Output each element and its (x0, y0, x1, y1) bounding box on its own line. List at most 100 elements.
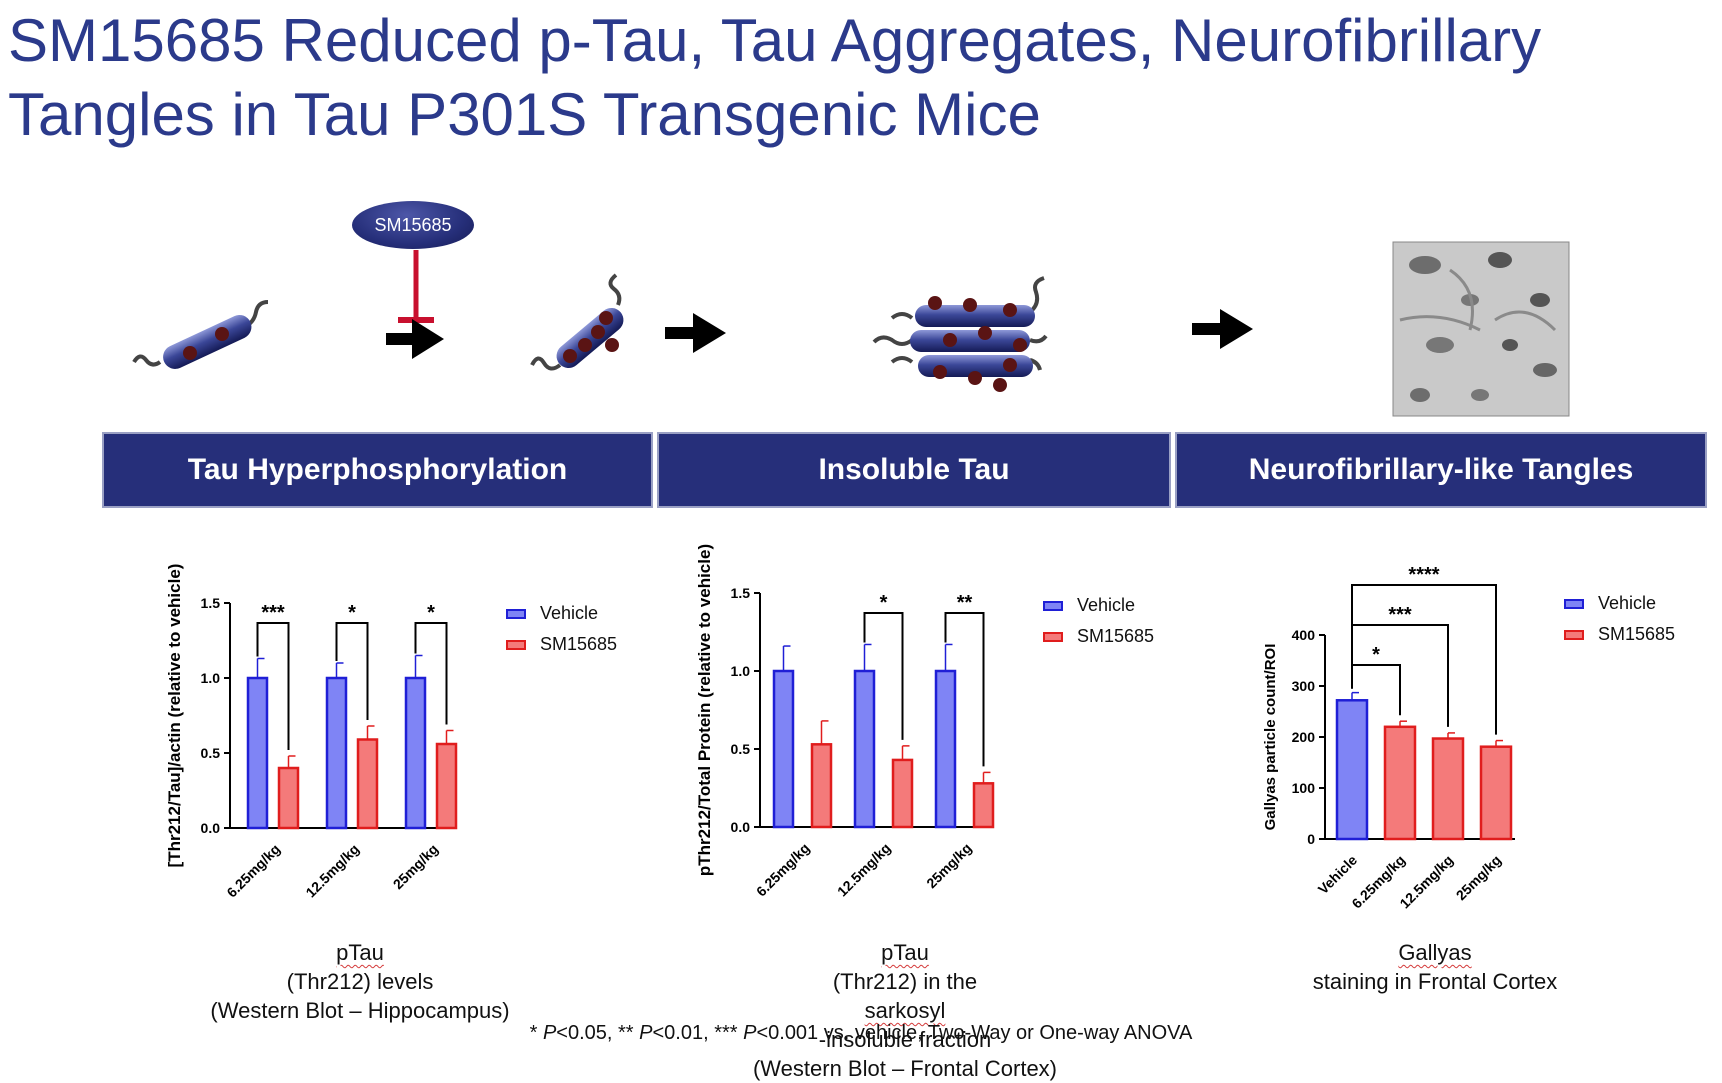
bar-vehicle (772, 669, 795, 829)
legend-item-sm: SM15685 (1564, 619, 1675, 650)
chart-ptau-hippocampus: 0.0 0.5 1.0 1.5 [Thr212/Tau]/actin (relative… (165, 564, 458, 901)
y-axis-label: pThr212/Total Protein (relative to vehic… (695, 544, 714, 876)
legend-swatch-sm (1043, 631, 1063, 642)
legend-label-vehicle: Vehicle (1077, 595, 1136, 615)
drug-label: SM15685 (374, 214, 452, 235)
y-tick-label: 1.0 (201, 670, 221, 686)
x-tick-label: 6.25mg/kg (223, 841, 283, 901)
legend-swatch-vehicle (506, 608, 526, 619)
significance-label: *** (1388, 604, 1412, 626)
y-tick-label: 300 (1292, 678, 1316, 694)
legend-swatch-sm (506, 639, 526, 650)
caption-line-2: (Western Blot – Hippocampus) (210, 998, 510, 1023)
significance-bracket (256, 622, 290, 750)
significance-label: * (427, 602, 435, 624)
y-tick-label: 0 (1307, 831, 1315, 847)
significance-label: * (1372, 644, 1380, 666)
bar-sm15685 (972, 782, 995, 829)
y-tick-label: 0.5 (201, 745, 221, 761)
x-tick-label: 25mg/kg (1453, 852, 1504, 903)
title-line-2: Tangles in Tau P301S Transgenic Mice (8, 81, 1041, 148)
y-tick-label: 1.5 (731, 585, 751, 601)
legend-item-vehicle: Vehicle (1564, 588, 1675, 619)
bar-sm15685 (277, 766, 300, 830)
band-insoluble-tau: Insoluble Tau (657, 432, 1171, 508)
bar-vehicle (853, 669, 876, 829)
band-tau-hyperphosphorylation: Tau Hyperphosphorylation (102, 432, 653, 508)
significance-label: *** (261, 602, 285, 624)
significance-footnote: * P<0.05, ** P<0.01, *** P<0.001 vs. veh… (529, 1022, 1193, 1044)
inhibition-icon (398, 250, 434, 323)
significance-bracket (944, 612, 985, 767)
y-tick-label: 0.0 (731, 819, 751, 835)
bar-sm15685 (435, 742, 458, 830)
bar-sm15685 (356, 738, 379, 830)
tau-aggregate-icon (872, 276, 1048, 392)
x-tick-label: 6.25mg/kg (753, 840, 813, 900)
x-tick-label: 12.5mg/kg (834, 840, 894, 900)
chart-ptau-insoluble: 0.0 0.5 1.0 1.5 pThr212/Total Protein (relat… (695, 544, 995, 900)
y-tick-label: 1.5 (201, 595, 221, 611)
bar-vehicle (934, 669, 957, 829)
significance-bracket (863, 612, 904, 740)
x-tick-label: 25mg/kg (390, 841, 441, 892)
caption-chart1: pTau (Thr212) levels (Western Blot – Hip… (150, 938, 570, 1025)
caption-chart2: pTau (Thr212) in the sarkosyl-insoluble … (600, 938, 1210, 1083)
y-axis-label: Gallyas particle count/ROI (1262, 644, 1279, 831)
legend-chart1: Vehicle SM15685 (506, 598, 617, 660)
legend-label-vehicle: Vehicle (540, 603, 599, 623)
significance-label: **** (1408, 564, 1439, 586)
significance-label: * (348, 602, 356, 624)
legend-swatch-vehicle (1043, 600, 1063, 611)
legend-label-sm: SM15685 (540, 634, 618, 654)
caption-line-1: Gallyas staining in Frontal Cortex (1312, 940, 1558, 994)
legend-item-sm: SM15685 (506, 629, 617, 660)
caption-line-2: (Western Blot – Frontal Cortex) (752, 1056, 1058, 1081)
bar-sm15685 (1383, 725, 1417, 841)
legend-label-sm: SM15685 (1077, 626, 1155, 646)
micrograph-image (1392, 241, 1570, 417)
legend-chart3: Vehicle SM15685 (1564, 588, 1675, 650)
y-tick-label: 200 (1292, 729, 1316, 745)
phospho-tau-icon (530, 273, 624, 371)
bar-sm15685 (1479, 745, 1513, 841)
caption-line-1: pTau (Thr212) in the sarkosyl-insoluble … (818, 940, 992, 1052)
arrow-icon (1192, 309, 1253, 349)
y-tick-label: 0.0 (201, 820, 221, 836)
significance-bracket (335, 622, 369, 720)
legend-chart2: Vehicle SM15685 (1043, 590, 1154, 652)
bar-vehicle (404, 676, 427, 830)
tau-monomer-icon (132, 300, 269, 369)
bar-sm15685 (1431, 737, 1465, 841)
significance-bracket (1351, 584, 1497, 735)
drug-oval: SM15685 (352, 201, 474, 249)
x-tick-label: Vehicle (1315, 852, 1361, 898)
y-axis-label: [Thr212/Tau]/actin (relative to vehicle) (165, 564, 184, 868)
arrow-icon (665, 313, 726, 353)
bar-sm15685 (810, 743, 833, 829)
significance-label: * (880, 592, 888, 614)
caption-line-1: pTau (Thr212) levels (286, 940, 434, 994)
legend-item-sm: SM15685 (1043, 621, 1154, 652)
mechanism-illustration (132, 241, 1570, 417)
legend-item-vehicle: Vehicle (1043, 590, 1154, 621)
arrow-icon (386, 319, 444, 359)
legend-swatch-sm (1564, 629, 1584, 640)
legend-item-vehicle: Vehicle (506, 598, 617, 629)
bar-sm15685 (891, 758, 914, 829)
y-tick-label: 0.5 (731, 741, 751, 757)
title-line-1: SM15685 Reduced p-Tau, Tau Aggregates, N… (8, 7, 1542, 74)
y-tick-label: 1.0 (731, 663, 751, 679)
legend-label-sm: SM15685 (1598, 624, 1676, 644)
bar-vehicle (246, 676, 269, 830)
x-tick-label: 12.5mg/kg (302, 841, 362, 901)
caption-chart3: Gallyas staining in Frontal Cortex (1210, 938, 1660, 996)
significance-bracket (414, 622, 448, 725)
x-tick-label: 25mg/kg (923, 840, 974, 891)
y-tick-label: 400 (1292, 627, 1316, 643)
y-tick-label: 100 (1292, 780, 1316, 796)
bar-vehicle (325, 676, 348, 830)
significance-label: ** (957, 592, 973, 614)
legend-swatch-vehicle (1564, 598, 1584, 609)
